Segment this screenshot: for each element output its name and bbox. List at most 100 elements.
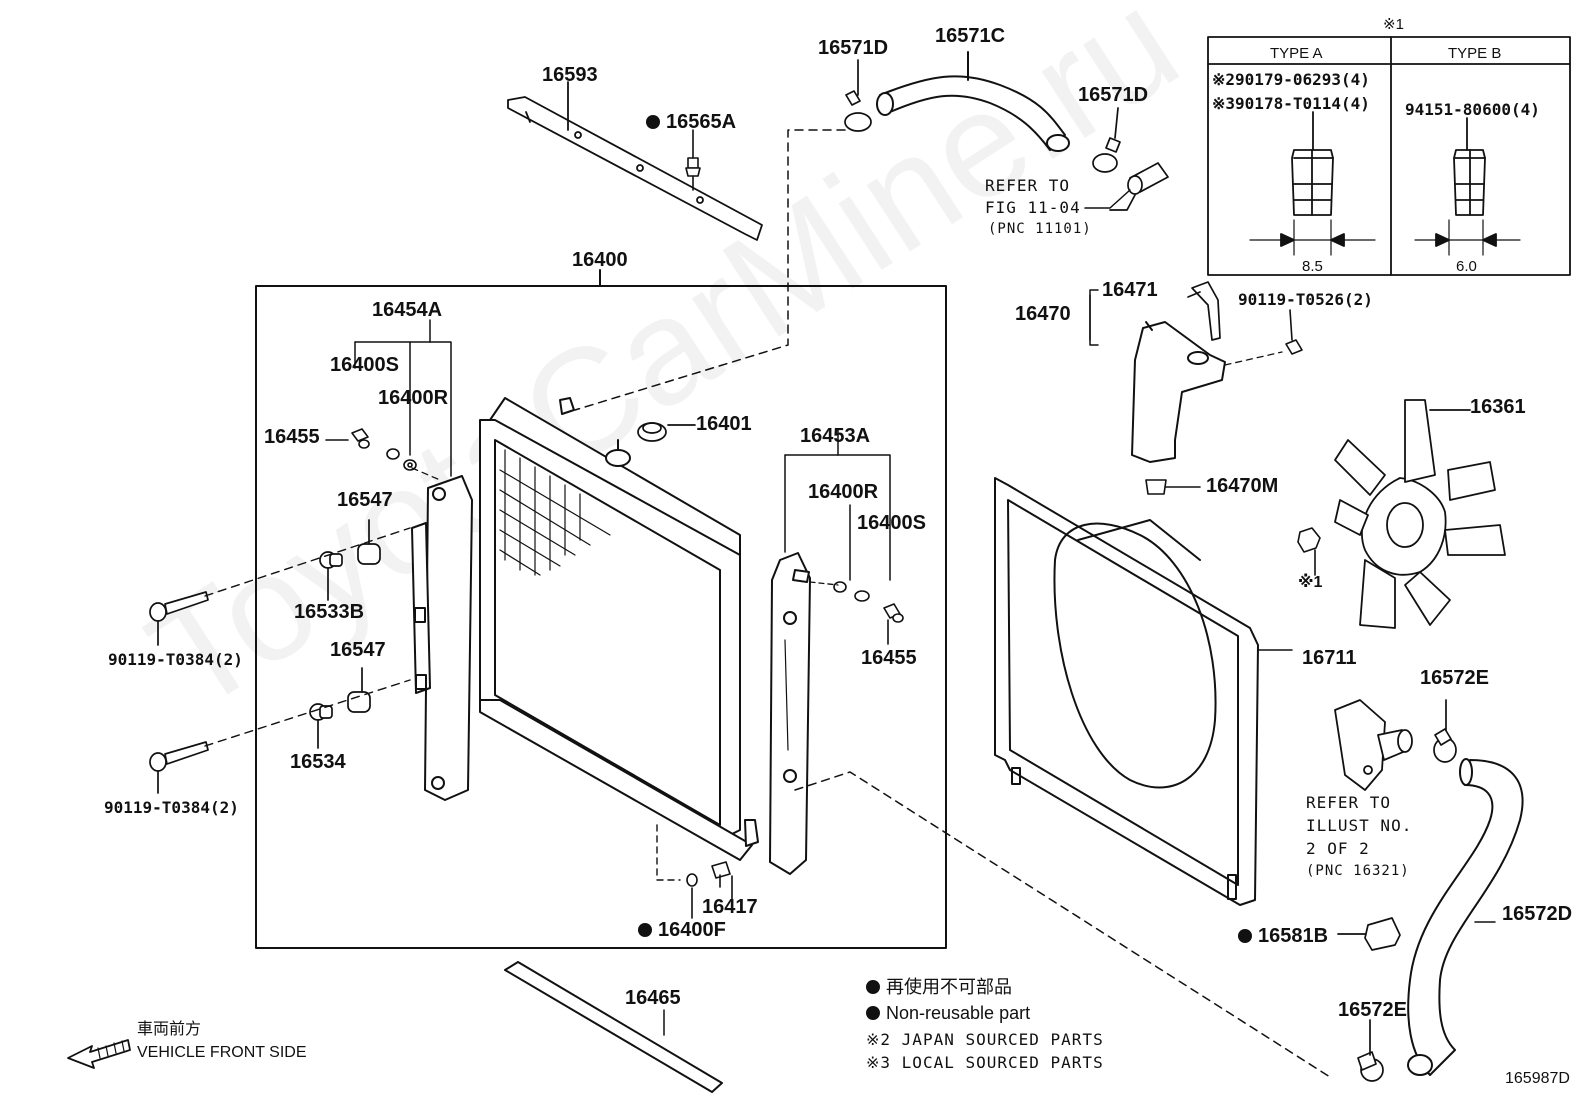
label-16454a: 16454A [372, 299, 443, 321]
non-reusable-dot-icon [1238, 929, 1252, 943]
label-mark1: ※1 [1298, 574, 1323, 591]
label-16400f-text: 16400F [658, 919, 726, 941]
refer-fig-line3: (PNC 11101) [988, 221, 1092, 237]
label-16400r-right: 16400R [808, 481, 879, 503]
washer-16400r-left [403, 459, 417, 471]
legend-japan-sourced: ※2 JAPAN SOURCED PARTS [866, 1030, 1104, 1049]
bolt-16455-left [325, 428, 370, 449]
label-16453a: 16453A [800, 425, 871, 447]
bolt-16455-right [883, 603, 904, 645]
label-16571d-a: 16571D [818, 37, 889, 59]
refer-fig-line1: REFER TO [985, 176, 1071, 195]
label-16455-left: 16455 [264, 426, 320, 448]
hose-clamp-16572e-lower [1357, 1019, 1384, 1082]
fan-nut-mark1 [1297, 527, 1321, 576]
label-16361: 16361 [1470, 396, 1526, 418]
label-16400f: 16400F [638, 920, 726, 940]
cushion-16547-lower [347, 667, 371, 713]
cushion-16547-upper [357, 519, 381, 565]
reservoir-hose-16471 [1187, 281, 1221, 341]
washer-16400r-right [833, 581, 847, 593]
label-16400: 16400 [572, 249, 628, 271]
hose-clamp-16571d-a [844, 59, 872, 132]
bolt-90119-t0526 [1285, 309, 1303, 355]
label-16465: 16465 [625, 987, 681, 1009]
table-type-b-part-1: 94151-80600(4) [1405, 100, 1540, 119]
refer-illust-line2: ILLUST NO. [1306, 816, 1413, 835]
legend-non-reusable-en: Non-reusable part [866, 1004, 1030, 1022]
label-16593: 16593 [542, 64, 598, 86]
table-header-type-a: TYPE A [1270, 45, 1323, 62]
refer-illust-line1: REFER TO [1306, 793, 1392, 812]
label-90119-t0384-lower: 90119-T0384(2) [104, 798, 239, 817]
engine-outlet-pipe [1109, 162, 1169, 211]
label-16470m: 16470M [1206, 475, 1279, 497]
label-16572e-upper: 16572E [1420, 667, 1489, 689]
non-reusable-dot-icon [638, 923, 652, 937]
radiator-side-left [411, 475, 473, 801]
radiator-upper-support [507, 81, 763, 241]
label-16400s-left: 16400S [330, 354, 399, 376]
non-reusable-dot-icon [866, 1006, 880, 1020]
legend-non-reusable-jp: 再使用不可部品 [866, 978, 1012, 996]
fan-shroud [994, 477, 1293, 906]
table-header-type-b: TYPE B [1448, 45, 1502, 62]
vehicle-front-arrow-icon [67, 1039, 131, 1069]
drain-cock-16417 [711, 861, 733, 901]
label-16547-lower: 16547 [330, 639, 386, 661]
cooling-fan [1334, 399, 1506, 629]
hose-clamp-16572e-upper [1433, 699, 1457, 763]
grommet-16400s-right [854, 590, 870, 602]
legend-en-text: Non-reusable part [886, 1003, 1031, 1023]
label-16547-upper: 16547 [337, 489, 393, 511]
label-16533b: 16533B [294, 601, 365, 623]
label-16470: 16470 [1015, 303, 1071, 325]
non-reusable-dot-icon [866, 980, 880, 994]
radiator-side-right [769, 552, 811, 875]
label-16401: 16401 [696, 413, 752, 435]
refer-illust-line3: 2 OF 2 [1306, 839, 1370, 858]
figure-id: 165987D [1505, 1070, 1570, 1087]
refer-illust-line4: (PNC 16321) [1306, 863, 1410, 879]
reservoir-tank [1131, 321, 1226, 463]
label-16400r-left: 16400R [378, 387, 449, 409]
lower-radiator-hose [1407, 758, 1524, 1076]
table-type-b-dimension: 6.0 [1456, 258, 1477, 275]
label-90119-t0526: 90119-T0526(2) [1238, 290, 1373, 309]
water-inlet [1334, 699, 1413, 791]
non-reusable-dot-icon [646, 115, 660, 129]
label-16455-right: 16455 [861, 647, 917, 669]
nut-type-table [1207, 36, 1571, 276]
table-mark: ※1 [1383, 16, 1404, 33]
radiator-cap [637, 422, 696, 442]
clip-16581b [1337, 917, 1401, 951]
label-16581b: 16581B [1238, 926, 1328, 946]
label-16711: 16711 [1302, 647, 1357, 669]
upper-radiator-hose [876, 51, 1070, 152]
label-16572e-lower: 16572E [1338, 999, 1407, 1021]
label-16471: 16471 [1102, 279, 1158, 301]
label-16572d: 16572D [1502, 903, 1573, 925]
cap-16470m [1145, 479, 1201, 495]
legend-jp-text: 再使用不可部品 [886, 977, 1012, 997]
seal-16465 [504, 961, 723, 1093]
label-16400s-right: 16400S [857, 512, 926, 534]
label-16571d-b: 16571D [1078, 84, 1149, 106]
hose-clamp-16571d-b [1092, 107, 1121, 173]
table-type-a-dimension: 8.5 [1302, 258, 1323, 275]
refer-fig-line2: FIG 11-04 [985, 198, 1081, 217]
legend-local-sourced: ※3 LOCAL SOURCED PARTS [866, 1053, 1104, 1072]
label-16534: 16534 [290, 751, 346, 773]
table-type-a-part-2: ※390178-T0114(4) [1212, 94, 1370, 113]
label-16565a: 16565A [646, 112, 736, 132]
label-16417: 16417 [702, 896, 758, 918]
grommet-16400s-left [386, 448, 400, 460]
clip-16565a [685, 129, 701, 191]
bolt-90119-upper [149, 591, 209, 646]
drain-gasket-16400f [686, 873, 698, 919]
label-90119-t0384-upper: 90119-T0384(2) [108, 650, 243, 669]
vehicle-front-jp: 車両前方 [137, 1021, 202, 1038]
label-16565a-text: 16565A [666, 111, 737, 133]
